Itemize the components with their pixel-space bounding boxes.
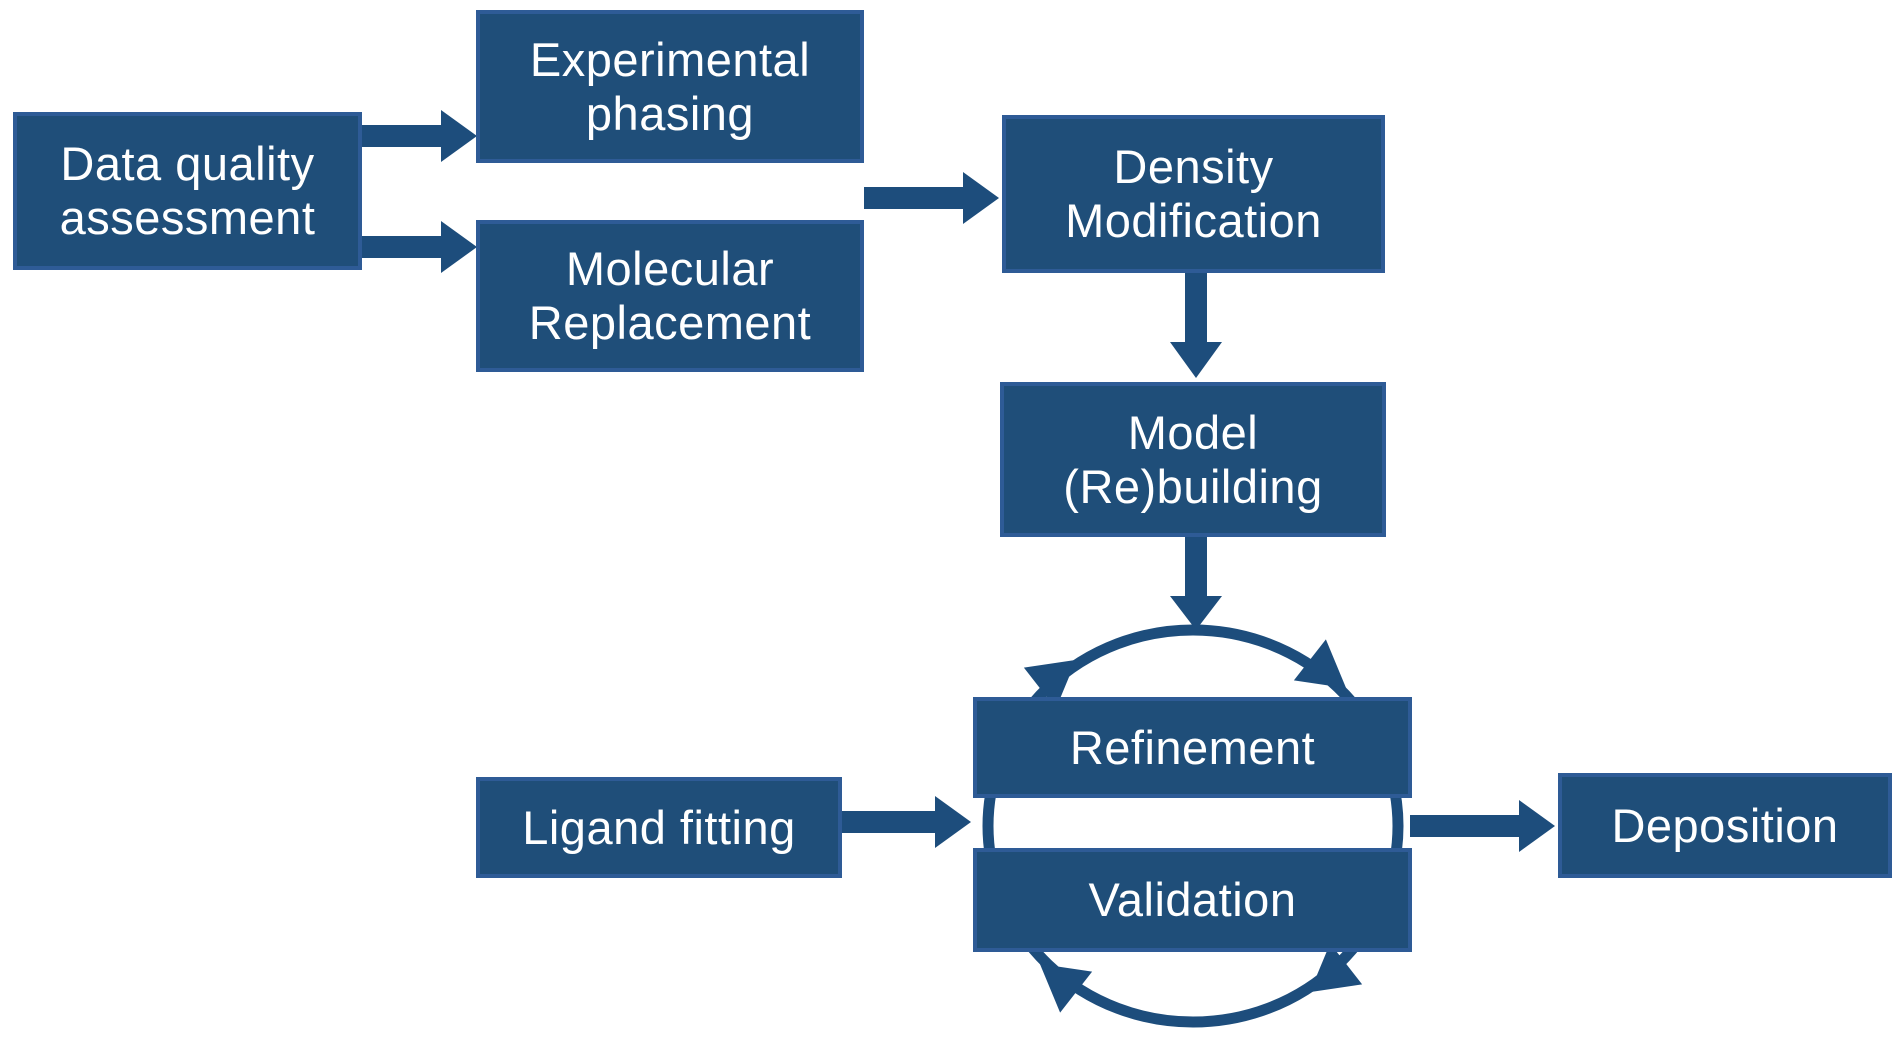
node-label: Deposition — [1611, 798, 1839, 852]
cycle-arrowhead-top-right-icon — [1293, 639, 1347, 689]
node-density-modification: Density Modification — [1002, 115, 1385, 273]
node-label: Modification — [1065, 194, 1322, 247]
node-label: Validation — [1088, 873, 1297, 926]
node-label: (Re)building — [1063, 459, 1323, 513]
cycle-arrowhead-bottom-right-icon — [1309, 943, 1363, 993]
node-label: Ligand fitting — [522, 800, 796, 854]
arrow-model-to-cycle-icon — [1170, 537, 1222, 630]
arrow-cycle-to-deposition-icon — [1410, 800, 1555, 852]
node-label: Density — [1113, 140, 1274, 193]
node-refinement: Refinement — [973, 697, 1412, 798]
node-label: Model — [1127, 405, 1259, 459]
cycle-arrowhead-top-left-icon — [1023, 659, 1077, 709]
node-deposition: Deposition — [1558, 773, 1892, 878]
node-data-quality-assessment: Data quality assessment — [13, 112, 362, 270]
node-label: Refinement — [1069, 720, 1316, 774]
node-label: phasing — [585, 86, 755, 140]
node-label: assessment — [59, 191, 316, 244]
node-label: Experimental — [529, 32, 811, 86]
arrow-phasing-to-density-modification-icon — [864, 172, 999, 224]
arrow-density-to-model-rebuilding-icon — [1170, 273, 1222, 378]
arrow-data-quality-to-molecular-replacement-icon — [362, 221, 477, 273]
node-label: Replacement — [528, 296, 812, 349]
refinement-validation-cycle-icon — [982, 624, 1404, 1028]
node-molecular-replacement: Molecular Replacement — [476, 220, 864, 372]
node-model-rebuilding: Model (Re)building — [1000, 382, 1386, 537]
node-ligand-fitting: Ligand fitting — [476, 777, 842, 878]
arrow-data-quality-to-experimental-phasing-icon — [362, 110, 477, 162]
node-label: Molecular — [565, 242, 775, 295]
cycle-arrowhead-bottom-left-icon — [1039, 963, 1093, 1013]
node-experimental-phasing: Experimental phasing — [476, 10, 864, 163]
arrow-ligand-fitting-to-cycle-icon — [842, 796, 971, 848]
node-validation: Validation — [973, 848, 1412, 952]
node-label: Data quality — [60, 137, 315, 190]
